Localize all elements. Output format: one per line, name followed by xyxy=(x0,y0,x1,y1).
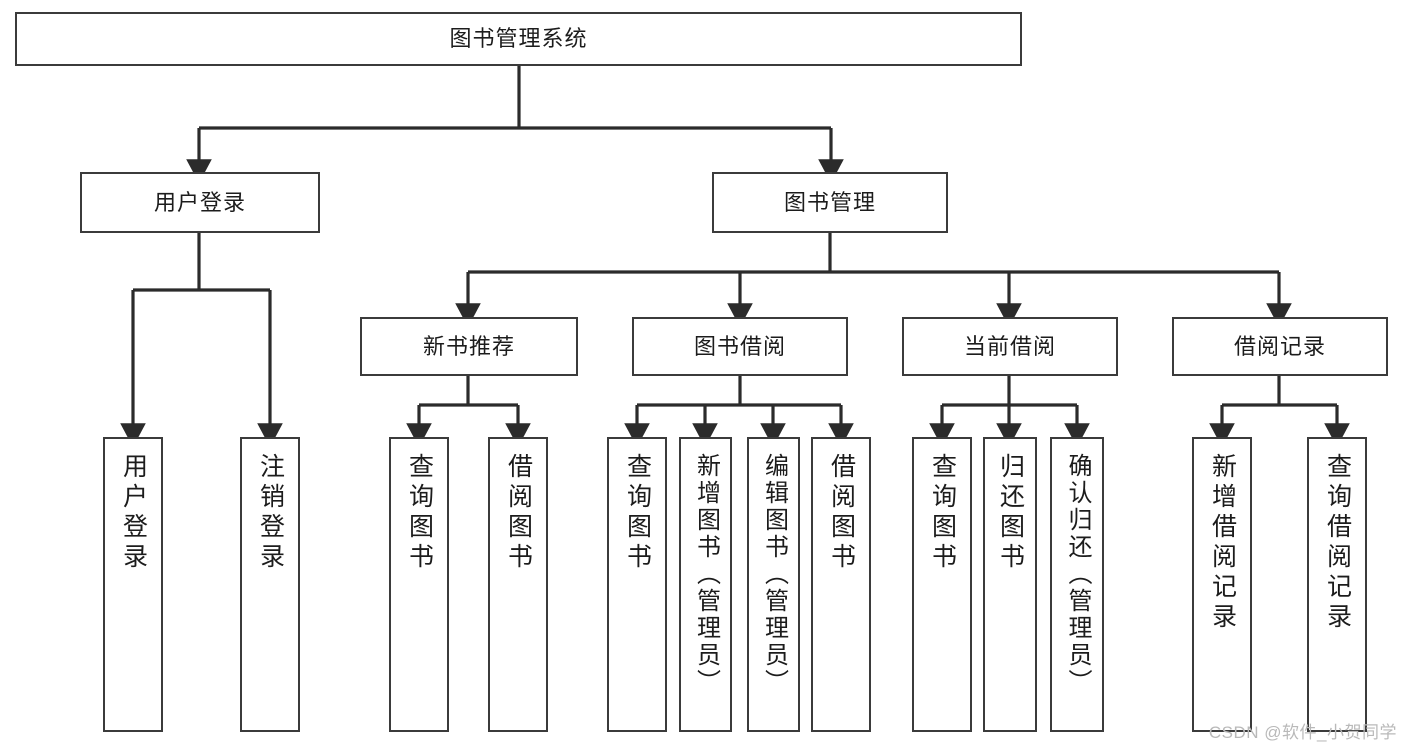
node-current-borrow-label: 当前借阅 xyxy=(963,333,1056,359)
node-new-book-recommend[interactable]: 新书推荐 xyxy=(360,317,578,376)
leaf-borrow-edit-book-label: 编辑图书（管理员） xyxy=(760,453,788,696)
watermark-text: CSDN @软件_小贺同学 xyxy=(1208,723,1397,742)
node-new-book-recommend-label: 新书推荐 xyxy=(422,333,515,359)
leaf-current-return-book[interactable]: 归还图书 xyxy=(983,437,1037,732)
leaf-borrow-edit-book[interactable]: 编辑图书（管理员） xyxy=(747,437,800,732)
leaf-borrow-add-book-label: 新增图书（管理员） xyxy=(692,453,720,696)
leaf-borrow-borrow-book-label: 借阅图书 xyxy=(827,453,856,573)
leaf-current-confirm-return-label: 确认归还（管理员） xyxy=(1064,453,1091,696)
node-book-borrow[interactable]: 图书借阅 xyxy=(632,317,848,376)
leaf-current-query-book-label: 查询图书 xyxy=(928,453,957,573)
leaf-new-book-query-label: 查询图书 xyxy=(405,453,434,573)
leaf-record-query[interactable]: 查询借阅记录 xyxy=(1307,437,1367,732)
leaf-user-login-signout[interactable]: 注销登录 xyxy=(240,437,300,732)
node-user-login[interactable]: 用户登录 xyxy=(80,172,320,233)
leaf-borrow-add-book[interactable]: 新增图书（管理员） xyxy=(679,437,732,732)
node-book-manage-label: 图书管理 xyxy=(783,189,876,215)
node-current-borrow[interactable]: 当前借阅 xyxy=(902,317,1118,376)
leaf-borrow-query-book-label: 查询图书 xyxy=(623,453,652,573)
leaf-record-add[interactable]: 新增借阅记录 xyxy=(1192,437,1252,732)
leaf-current-confirm-return[interactable]: 确认归还（管理员） xyxy=(1050,437,1104,732)
node-user-login-label: 用户登录 xyxy=(153,189,246,215)
leaf-borrow-borrow-book[interactable]: 借阅图书 xyxy=(811,437,871,732)
node-borrow-record[interactable]: 借阅记录 xyxy=(1172,317,1388,376)
leaf-user-login-signout-label: 注销登录 xyxy=(256,453,285,573)
leaf-current-return-book-label: 归还图书 xyxy=(996,453,1025,573)
node-root-system-label: 图书管理系统 xyxy=(449,26,588,52)
node-root-system[interactable]: 图书管理系统 xyxy=(15,12,1022,66)
leaf-user-login-signin[interactable]: 用户登录 xyxy=(103,437,163,732)
node-borrow-record-label: 借阅记录 xyxy=(1233,333,1326,359)
node-book-manage[interactable]: 图书管理 xyxy=(712,172,948,233)
node-book-borrow-label: 图书借阅 xyxy=(693,333,786,359)
leaf-new-book-query[interactable]: 查询图书 xyxy=(389,437,449,732)
leaf-new-book-borrow[interactable]: 借阅图书 xyxy=(488,437,548,732)
leaf-record-add-label: 新增借阅记录 xyxy=(1208,453,1237,633)
leaf-borrow-query-book[interactable]: 查询图书 xyxy=(607,437,667,732)
leaf-current-query-book[interactable]: 查询图书 xyxy=(912,437,972,732)
leaf-new-book-borrow-label: 借阅图书 xyxy=(504,453,533,573)
leaf-user-login-signin-label: 用户登录 xyxy=(119,453,148,573)
leaf-record-query-label: 查询借阅记录 xyxy=(1323,453,1352,633)
